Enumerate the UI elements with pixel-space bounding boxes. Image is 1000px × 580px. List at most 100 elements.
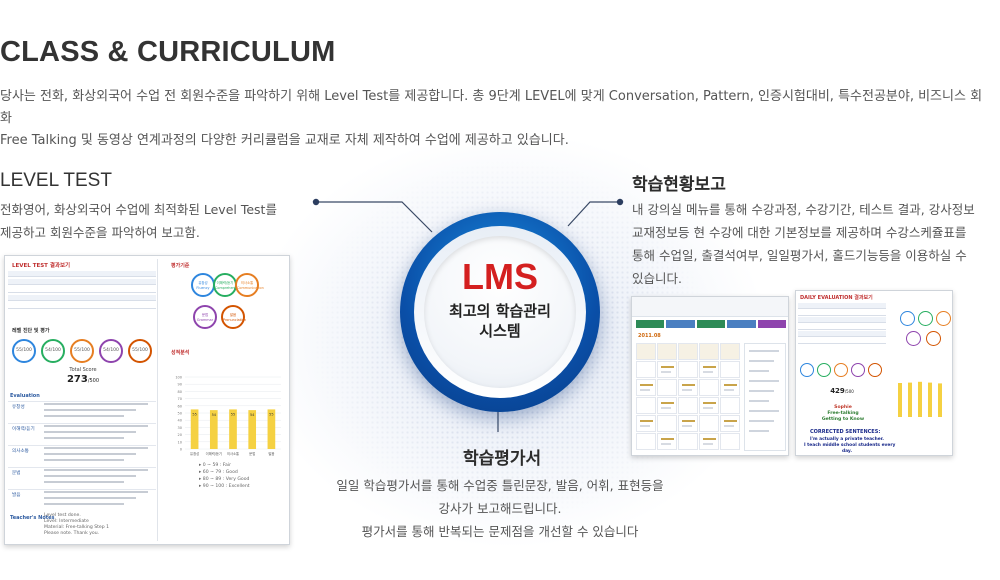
- intro-line-2: Free Talking 및 동영상 연계과정의 다양한 커리큘럼을 교재로 자…: [0, 133, 569, 148]
- chart-y-tick-label: 20: [178, 433, 182, 437]
- calendar-cell: [636, 379, 656, 396]
- calendar-cell: [657, 415, 677, 432]
- evaluation-row-label: 의사소통: [12, 449, 29, 454]
- daily-criteria-bubble: [918, 311, 933, 326]
- evaluation-row-text: [44, 481, 124, 483]
- lms-logo-text: LMS: [462, 256, 538, 297]
- daily-eval-description: 일일 학습평가서를 통해 수업중 틀린문장, 발음, 어휘, 표현등을 강사가 …: [330, 474, 670, 543]
- daily-score-suffix: /500: [844, 389, 854, 394]
- daily-chart-bar: [898, 383, 902, 417]
- daily-eval-desc-line-2: 강사가 보고해드립니다.: [438, 501, 562, 516]
- calendar-cell: [636, 433, 656, 450]
- progress-report-title: 학습현황보고: [632, 175, 726, 195]
- calendar-cell: [678, 379, 698, 396]
- chart-x-tick-label: 발음: [268, 451, 274, 456]
- chart-bar-value: 55: [269, 412, 273, 416]
- daily-chart-bar: [918, 381, 922, 417]
- calendar-cell: [678, 397, 698, 414]
- teacher-note-line: Level: Intermediate: [44, 519, 89, 524]
- daily-note-line: Free-talking: [827, 411, 859, 416]
- chart-bar: [248, 410, 257, 449]
- calendar-cell: [657, 397, 677, 414]
- daily-score-bubble: [834, 363, 848, 377]
- score-bar-chart: 010203040506070809010055유창성54이해력/듣기55의사소…: [175, 376, 281, 456]
- criteria-title: 평가기준: [171, 263, 190, 269]
- evaluation-row-text: [44, 475, 136, 477]
- connector-progress-report: [567, 201, 620, 227]
- evaluation-row-text: [44, 453, 136, 455]
- score-bubble: 55/100: [128, 339, 152, 363]
- teacher-notes-label: Teacher's Notes: [10, 515, 55, 521]
- evaluation-row-text: [44, 431, 136, 433]
- daily-note-line: Getting to Know: [821, 417, 865, 422]
- chart-bar-value: 55: [192, 412, 196, 416]
- chart-y-tick-label: 100: [175, 376, 182, 380]
- row-divider: [8, 445, 156, 446]
- calendar-cell: [720, 379, 740, 396]
- legend-item: ▸ 0 ~ 59 : Fair: [199, 463, 231, 468]
- evaluation-row-text: [44, 497, 136, 499]
- chart-y-tick-label: 80: [178, 390, 182, 394]
- level-test-report-header: LEVEL TEST 결과보기: [12, 263, 71, 269]
- daily-score-number: 429: [830, 387, 845, 395]
- calendar-cell: [678, 361, 698, 378]
- daily-score-bubble: [851, 363, 865, 377]
- calendar-side-line: [749, 400, 769, 402]
- level-test-desc-line-1: 전화영어, 화상외국어 수업에 최적화된 Level Test를: [0, 202, 277, 217]
- calendar-side-line: [749, 380, 779, 382]
- calendar-side-line: [749, 390, 774, 392]
- evaluation-row-text: [44, 409, 136, 411]
- score-bubble: 54/100: [41, 339, 65, 363]
- evaluation-row-text: [44, 425, 148, 427]
- legend-item: ▸ 90 ~ 100 : Excellent: [199, 484, 250, 489]
- total-score-suffix: /500: [87, 378, 100, 384]
- level-test-title: LEVEL TEST: [0, 170, 112, 191]
- chart-bar: [190, 409, 199, 449]
- evaluation-row-label: 문법: [12, 471, 21, 476]
- calendar-cell: [678, 433, 698, 450]
- chart-y-tick-label: 30: [178, 426, 182, 430]
- calendar-cell: [720, 415, 740, 432]
- classroom-calendar-screenshot: 2011.08: [631, 296, 789, 456]
- daily-chart-bar: [938, 383, 942, 417]
- chart-bar-value: 55: [231, 412, 235, 416]
- daily-note-line: Sophie: [834, 405, 852, 410]
- chart-y-tick-label: 0: [180, 448, 182, 452]
- info-row: [8, 271, 156, 277]
- info-row: [8, 303, 156, 309]
- calendar-cell: [678, 343, 698, 360]
- info-row: [8, 279, 156, 285]
- daily-eval-header: DAILY EVALUATION 결과보기: [800, 295, 873, 301]
- calendar-side-line: [749, 370, 769, 372]
- lms-caption: 최고의 학습관리 시스템: [424, 301, 576, 341]
- chart-y-tick-label: 60: [178, 404, 182, 408]
- evaluation-label: Evaluation: [10, 393, 40, 399]
- criteria-bubble: 이해력/듣기 Comprehension: [213, 273, 242, 297]
- row-divider: [8, 401, 156, 402]
- chart-x-tick-label: 이해력/듣기: [206, 451, 222, 456]
- calendar-cell: [699, 397, 719, 414]
- lms-caption-line-2: 시스템: [479, 322, 521, 340]
- connector-dot-left: [312, 198, 320, 206]
- classroom-info-bar: [632, 297, 788, 317]
- page-title: CLASS & CURRICULUM: [0, 36, 336, 68]
- chart-x-tick-label: 유창성: [190, 451, 199, 456]
- evaluation-row-text: [44, 403, 148, 405]
- chart-x-tick-label: 의사소통: [227, 451, 239, 456]
- chart-y-tick-label: 90: [178, 383, 182, 387]
- evaluation-row-label: 발음: [12, 493, 21, 498]
- chart-y-tick-label: 10: [178, 440, 182, 444]
- chart-bar: [229, 409, 237, 449]
- teacher-note-line: Level test done.: [44, 513, 81, 518]
- corrected-sentences-label: CORRECTED SENTENCES:: [810, 429, 881, 435]
- legend-item: ▸ 80 ~ 89 : Very Good: [199, 477, 250, 482]
- lms-circle-inner: [424, 236, 576, 388]
- corrected-sentence: day.: [841, 449, 853, 454]
- calendar-cell: [657, 343, 677, 360]
- connector-level-test: [316, 201, 433, 233]
- daily-bar-chart: [898, 381, 942, 417]
- daily-criteria-bubble: [900, 311, 915, 326]
